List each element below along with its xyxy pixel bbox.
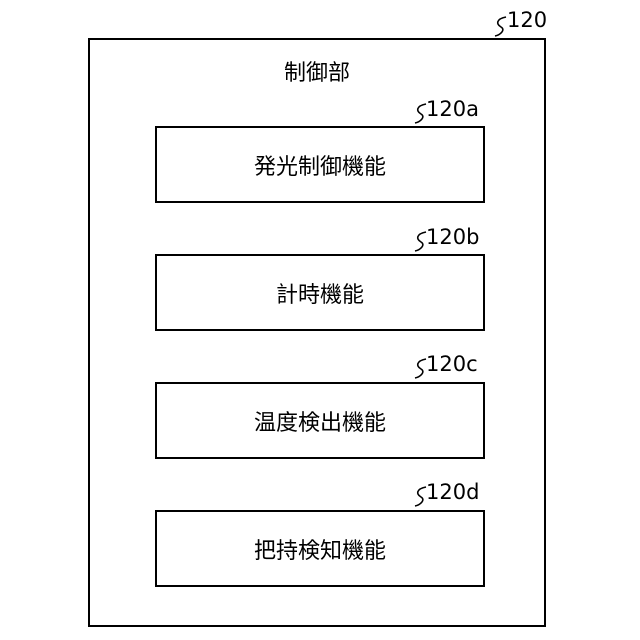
function-box: 把持検知機能 [155,510,485,587]
function-ref-label: 120c [426,353,478,375]
function-box: 発光制御機能 [155,126,485,203]
function-box: 温度検出機能 [155,382,485,459]
function-label: 把持検知機能 [254,533,386,565]
function-label: 発光制御機能 [254,149,386,181]
function-ref-label: 120d [426,481,479,503]
function-box: 計時機能 [155,254,485,331]
function-label: 計時機能 [276,277,364,309]
control-unit-ref-label: 120 [507,9,547,31]
function-ref-label: 120a [426,98,479,120]
control-unit-title: 制御部 [88,60,546,88]
function-label: 温度検出機能 [254,405,386,437]
control-unit-leader-line [492,14,508,38]
function-ref-label: 120b [426,226,479,248]
